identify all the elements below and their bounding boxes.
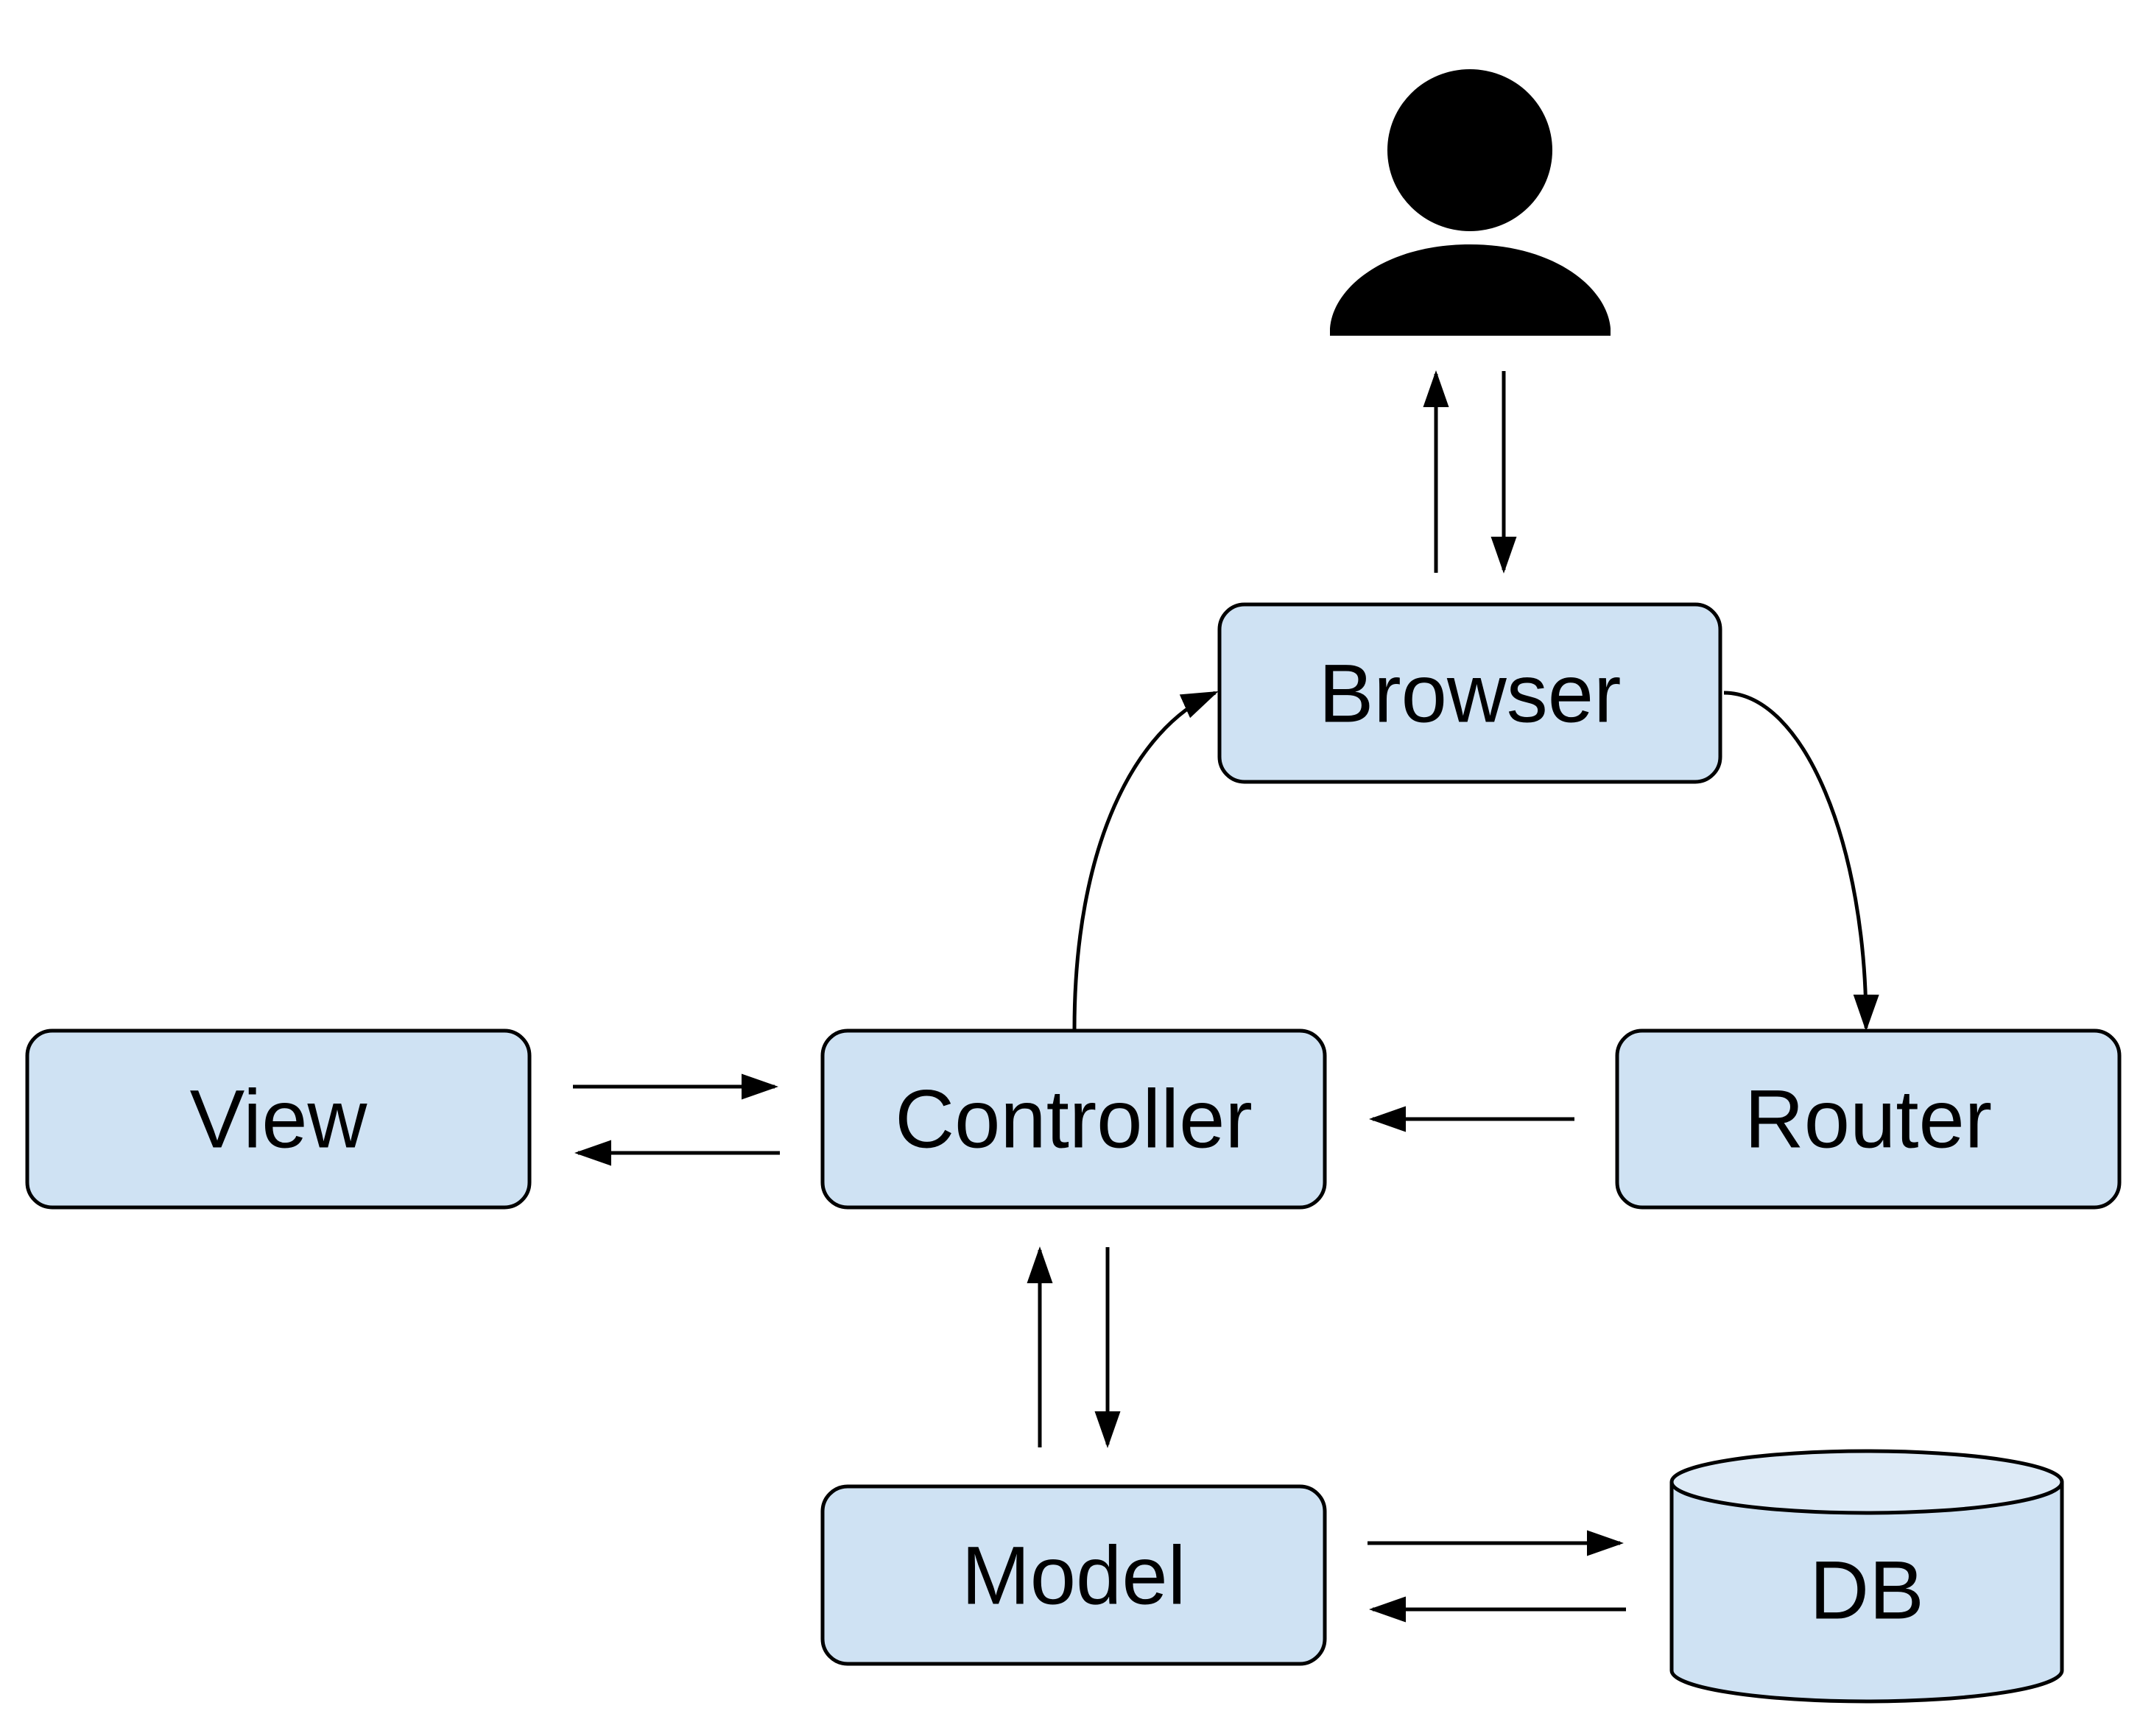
model-label: Model <box>961 1530 1186 1622</box>
db-cylinder-body <box>1669 1482 2064 1704</box>
arrow-controller-to-browser <box>1072 691 1219 1030</box>
controller-box <box>820 1028 1327 1210</box>
browser-box <box>1217 602 1722 784</box>
model-node: Model <box>820 1484 1327 1666</box>
db-cylinder-top <box>1669 1449 2064 1515</box>
arrow-browser-to-router <box>1723 691 1879 1031</box>
view-box <box>25 1028 532 1210</box>
db-label: DB <box>1809 1545 1924 1637</box>
controller-label: Controller <box>895 1073 1253 1165</box>
browser-label: Browser <box>1319 648 1622 740</box>
router-node: Router <box>1615 1028 2122 1210</box>
model-box <box>820 1484 1327 1666</box>
view-node: View <box>25 1028 532 1210</box>
router-box <box>1615 1028 2122 1210</box>
user-head <box>1387 69 1552 231</box>
user-icon <box>1330 69 1611 336</box>
user-body <box>1330 244 1611 336</box>
controller-node: Controller <box>820 1028 1327 1210</box>
view-label: View <box>190 1073 368 1165</box>
db-node: DB <box>1669 1449 2064 1704</box>
browser-node: Browser <box>1217 602 1722 784</box>
router-label: Router <box>1745 1073 1992 1165</box>
